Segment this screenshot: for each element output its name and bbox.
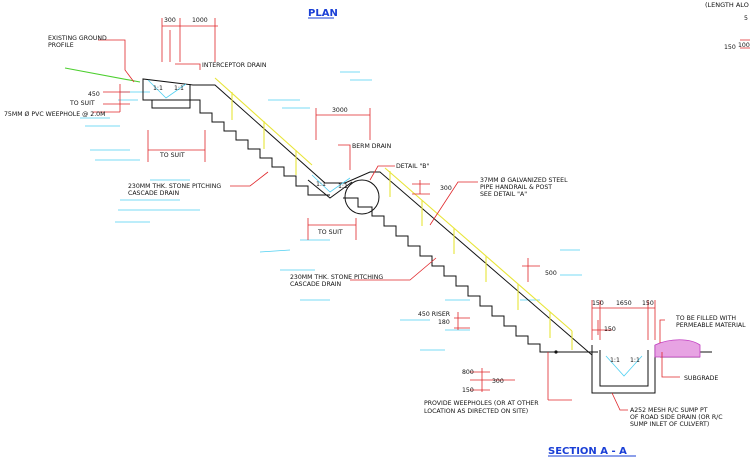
slope-label-5: 1:1 [610, 357, 620, 364]
sump-inner [599, 350, 649, 387]
label-handrail-2: PIPE HANDRAIL & POST [480, 184, 552, 191]
detail-b-circle [344, 179, 380, 215]
handrail-lower [384, 167, 573, 350]
label-handrail-3: SEE DETAIL "A" [480, 191, 527, 198]
dim-150-c: 150 [604, 326, 616, 333]
dim-450: 450 [88, 91, 100, 98]
label-handrail-1: 37mm ø GALVANIZED STEEL [480, 176, 568, 184]
label-detail-b: DETAIL "B" [396, 163, 430, 170]
permeable-fill [654, 339, 701, 358]
berm-drain-v [311, 174, 351, 193]
dim-to-suit-small: TO SUIT [69, 100, 95, 107]
interceptor-drain-v [147, 79, 187, 99]
label-interceptor-drain: INTERCEPTOR DRAIN [202, 62, 267, 69]
dim-150-low: 150 [462, 387, 474, 394]
dim-right-150: 150 [724, 44, 736, 51]
label-weephole: 75mm ø PVC WEEPHOLE @ 2.0m [4, 110, 105, 118]
label-subgrade: SUBGRADE [684, 375, 718, 382]
lower-steps [343, 197, 598, 353]
slope-label-1: 1:1 [153, 85, 163, 92]
label-mesh-2: OF ROAD SIDE DRAIN (OR R/C [630, 414, 723, 421]
dim-300-mid: 300 [440, 185, 452, 192]
label-riser: 450 RISER [418, 311, 451, 318]
berm-drain-bottom [307, 179, 353, 199]
dim-1650: 1650 [616, 300, 632, 307]
upper-cascade-outline [142, 78, 593, 356]
handrail-upper [214, 77, 313, 175]
sump-v [605, 355, 643, 377]
dim-500: 500 [545, 270, 557, 277]
interceptor-drain-box [142, 79, 191, 101]
upper-steps [143, 99, 330, 196]
dim-right-100: 100 [738, 42, 750, 49]
top-right-note: (LENGTH ALO [705, 1, 749, 9]
dim-1000-top: 1000 [192, 17, 208, 24]
dim-3000: 3000 [332, 107, 348, 114]
dim-800: 800 [462, 369, 474, 376]
dim-to-suit-2: TO SUIT [317, 229, 343, 236]
label-fill-1: TO BE FILLED WITH [675, 315, 736, 322]
existing-ground-line [64, 67, 141, 83]
sump-outer [591, 345, 656, 394]
dim-180: 180 [438, 319, 450, 326]
section-title: SECTION A - A [548, 446, 627, 457]
label-existing-ground-1: EXISTING GROUND [48, 35, 107, 42]
dim-150-a: 150 [592, 300, 604, 307]
label-stone-pitching-1b: CASCADE DRAIN [128, 190, 180, 197]
label-stone-pitching-2b: CASCADE DRAIN [290, 281, 342, 288]
label-weepholes-1: PROVIDE WEEPHOLES (OR AT OTHER [424, 400, 539, 407]
dim-to-suit-1: TO SUIT [159, 152, 185, 159]
label-weepholes-2: LOCATION AS DIRECTED ON SITE) [424, 408, 528, 415]
plan-title: PLAN [308, 8, 338, 19]
dimension-lines [92, 18, 750, 411]
label-stone-pitching-2a: 230mm THK. STONE PITCHING [290, 274, 383, 281]
slope-label-6: 1:1 [630, 357, 640, 364]
weephole-dot [554, 350, 558, 354]
dim-300-low: 300 [492, 378, 504, 385]
label-mesh-3: SUMP INLET OF CULVERT) [630, 421, 709, 428]
label-stone-pitching-1a: 230mm THK. STONE PITCHING [128, 183, 221, 190]
label-existing-ground-2: PROFILE [48, 42, 74, 49]
label-fill-2: PERMEABLE MATERIAL [676, 322, 746, 329]
slope-label-3: 1:1 [316, 181, 326, 188]
dim-right-5: 5 [744, 15, 748, 22]
slope-label-4: 1:1 [338, 183, 348, 190]
hidden-lines [80, 71, 582, 351]
slope-label-2: 1:1 [174, 85, 184, 92]
label-berm-drain: BERM DRAIN [352, 143, 392, 150]
dim-150-b: 150 [642, 300, 654, 307]
label-mesh-1: A252 MESH R/C SUMP PT [630, 407, 708, 414]
dim-300-top: 300 [164, 17, 176, 24]
